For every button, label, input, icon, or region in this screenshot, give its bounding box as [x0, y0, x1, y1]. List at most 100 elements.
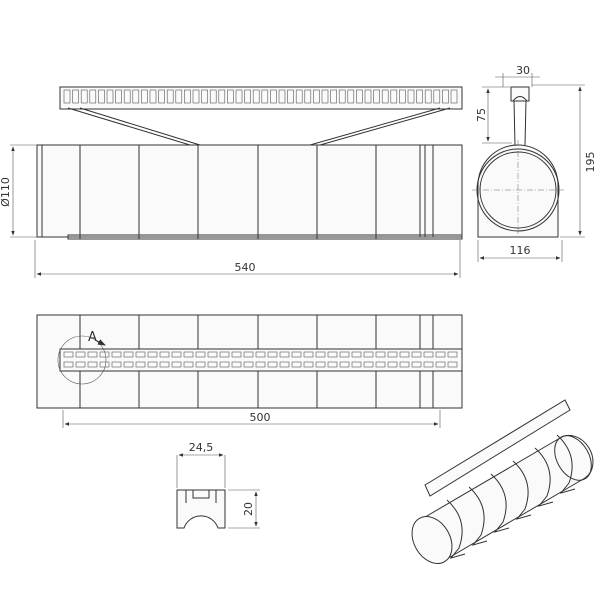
grating-slot	[399, 361, 410, 368]
grating-front	[59, 86, 463, 110]
grating-slot	[339, 351, 350, 358]
grating-slot	[447, 361, 458, 368]
grating-slot	[123, 89, 131, 104]
detail-a-marker: A	[88, 330, 97, 345]
grating-slot	[63, 361, 74, 368]
grating-slot	[295, 89, 303, 104]
grating-slot	[219, 361, 230, 368]
height-195-label: 195	[584, 152, 597, 173]
grating-slot	[433, 89, 441, 104]
grating-slot	[123, 361, 134, 368]
grating-slot	[424, 89, 432, 104]
iso-pipe-end	[411, 516, 453, 564]
plan-view: A 500	[36, 314, 463, 428]
grating-slot	[363, 361, 374, 368]
grating-slot	[115, 89, 122, 104]
support-ribs	[79, 145, 377, 239]
grating-slot	[244, 89, 251, 104]
grating-slot	[175, 89, 183, 104]
grating-slot	[279, 361, 290, 368]
grating-slot	[304, 89, 312, 104]
width-24-5-label: 24,5	[189, 441, 214, 454]
grating-slot	[195, 351, 206, 358]
grating-slot	[63, 89, 71, 104]
grating-slot	[267, 351, 278, 358]
grating-slot	[243, 351, 254, 358]
iso-rib	[490, 473, 510, 533]
grating-slot	[339, 361, 350, 368]
grating-slot	[231, 361, 242, 368]
grating-slot	[407, 89, 415, 104]
grating-slot	[267, 361, 278, 368]
grating-slot	[279, 351, 290, 358]
grating-slot	[184, 89, 191, 104]
detail-a-circle	[57, 335, 107, 385]
grating-slot	[87, 351, 98, 358]
grating-slot	[218, 89, 226, 104]
grating-slot	[89, 89, 97, 104]
side-view: 30 75 195 116	[472, 64, 597, 262]
grating-support-arms	[67, 107, 451, 146]
iso-rib	[534, 447, 554, 507]
iso-rib	[468, 486, 488, 546]
grating-slot	[231, 351, 242, 358]
grating-slot	[207, 361, 218, 368]
grating-slot	[373, 89, 380, 104]
grating-slot	[132, 89, 140, 104]
grating-slot	[171, 361, 182, 368]
grating-slot	[287, 89, 294, 104]
grating-slot	[387, 361, 398, 368]
grating-slot	[201, 89, 208, 104]
grating-slot	[375, 361, 386, 368]
grating-slot	[423, 351, 434, 358]
grating-slot	[207, 351, 218, 358]
grating-slot	[399, 351, 410, 358]
grating-slot	[72, 89, 79, 104]
grating-slot	[375, 351, 386, 358]
grating-slot	[450, 89, 458, 104]
pipe-body	[36, 144, 463, 238]
grating-slot	[99, 361, 110, 368]
grating-slot	[135, 351, 146, 358]
grating-slot	[158, 89, 165, 104]
grating-slot	[381, 89, 389, 104]
grating-slot	[364, 89, 372, 104]
grating-slot	[411, 351, 422, 358]
grate-profile	[510, 86, 530, 102]
grating-slot	[435, 351, 446, 358]
grating-slot	[390, 89, 398, 104]
grating-slot	[183, 351, 194, 358]
grating-slot	[313, 89, 320, 104]
grating-slot	[303, 351, 314, 358]
diameter-label: Ø110	[0, 177, 12, 207]
grating-slot	[123, 351, 134, 358]
grating-slot	[252, 89, 260, 104]
grating-slot	[98, 89, 105, 104]
grating-slot	[87, 361, 98, 368]
grating-slot	[303, 361, 314, 368]
grating-slot	[347, 89, 355, 104]
grating-slot	[192, 89, 200, 104]
grate-bar-section	[176, 489, 226, 529]
grating-slot	[291, 361, 302, 368]
grating-slot	[338, 89, 346, 104]
grating-slot	[315, 361, 326, 368]
grating-slot	[111, 361, 122, 368]
grating-slot	[111, 351, 122, 358]
iso-grating	[424, 399, 571, 497]
grating-slot	[315, 351, 326, 358]
grating-slot	[166, 89, 174, 104]
grating-slot	[75, 361, 86, 368]
length-540-label: 540	[235, 261, 256, 274]
grating-slot	[261, 89, 269, 104]
grating-slot	[147, 361, 158, 368]
grating-slot	[255, 361, 266, 368]
isometric-view	[411, 399, 594, 564]
grating-slot	[330, 89, 337, 104]
grating-slot	[411, 361, 422, 368]
grating-slot	[447, 351, 458, 358]
grating-slot	[291, 351, 302, 358]
grating-slot	[183, 361, 194, 368]
height-75-label: 75	[475, 108, 488, 122]
